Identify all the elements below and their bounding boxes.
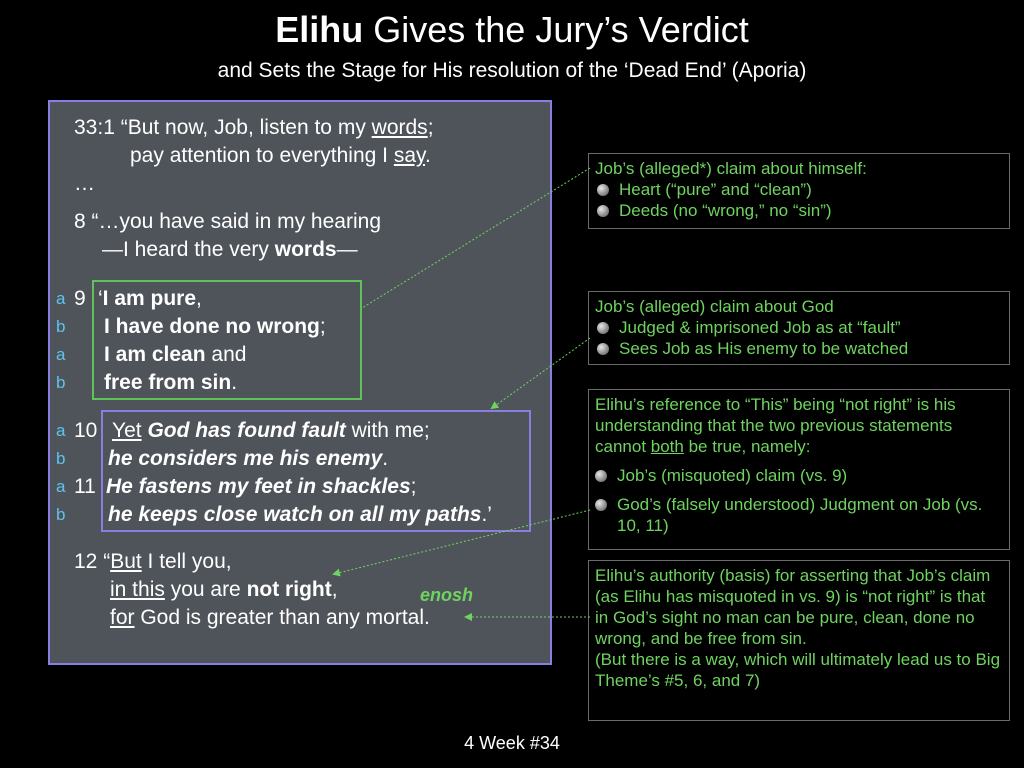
verse-9-number: 9	[74, 287, 86, 310]
verse-12: 12 “But I tell you,	[74, 550, 232, 573]
ab-label: b	[56, 373, 66, 392]
arrow-note3-to-verse12	[332, 509, 591, 577]
note-job-claim-god: Job’s (alleged) claim about God Judged &…	[588, 291, 1010, 365]
ellipsis: …	[74, 172, 95, 195]
note-text: Elihu’s authority (basis) for asserting …	[595, 566, 991, 648]
slide-subtitle: and Sets the Stage for His resolution of…	[217, 59, 807, 82]
ab-label: a	[56, 477, 66, 496]
note-bullet: Deeds (no “wrong,” no “sin”)	[595, 200, 1003, 221]
ab-label: a	[56, 345, 66, 364]
verse-10-line-2: he considers me his enemy.	[108, 447, 389, 470]
ab-label: b	[56, 505, 66, 524]
verse-10-11-highlight-box	[101, 410, 531, 532]
verse-10-line-1: Yet God has found fault with me;	[112, 419, 430, 442]
verse-12b: in this you are not right,	[110, 578, 338, 601]
bullet-icon	[597, 322, 609, 334]
verse-33-1: 33:1 “But now, Job, listen to my words;	[74, 116, 434, 139]
title-rest: Gives the Jury’s Verdict	[363, 9, 749, 50]
verse-9-line-2: I have done no wrong;	[104, 315, 326, 338]
verse-9-line-1: ‘I am pure,	[98, 287, 202, 310]
arrow-note2-to-verse10	[490, 337, 591, 410]
arrow-note1-to-verse9	[361, 167, 591, 309]
scripture-panel	[48, 100, 552, 665]
verse-10-number: 10	[74, 419, 98, 442]
verse-9-line-3: I am clean and	[104, 343, 247, 366]
bullet-icon	[597, 205, 609, 217]
note-text: (But there is a way, which will ultimate…	[595, 650, 1001, 690]
ab-label: b	[56, 449, 66, 468]
slide-title: Elihu Gives the Jury’s Verdict	[0, 8, 1024, 52]
verse-12c: for God is greater than any mortal.	[110, 606, 430, 629]
ab-label: a	[56, 421, 66, 440]
note-title: Job’s (alleged) claim about God	[595, 297, 834, 316]
verse-11-number: 11	[74, 475, 96, 498]
note-bullet: Job’s (misquoted) claim (vs. 9)	[595, 465, 1003, 486]
verse-9-highlight-box	[92, 280, 362, 400]
note-bullet: Heart (“pure” and “clean”)	[595, 179, 1003, 200]
note-bullet: Judged & imprisoned Job as at “fault”	[595, 317, 1003, 338]
note-text: Elihu’s reference to “This” being “not r…	[595, 395, 956, 456]
verse-8b: —I heard the very words—	[102, 238, 358, 261]
slide-footer: 4 Week #34	[464, 733, 560, 753]
ab-label: a	[56, 289, 66, 308]
bullet-icon	[595, 470, 607, 482]
note-title: Job’s (alleged*) claim about himself:	[595, 159, 867, 178]
note-bullet: Sees Job as His enemy to be watched	[595, 338, 1003, 359]
bullet-icon	[597, 184, 609, 196]
enosh-annotation: enosh	[420, 585, 474, 605]
verse-8: 8 “…you have said in my hearing	[74, 210, 381, 233]
bullet-icon	[595, 499, 607, 511]
verse-11-line-1: He fastens my feet in shackles;	[106, 475, 417, 498]
verse-9-line-4: free from sin.	[104, 371, 238, 394]
note-job-claim-self: Job’s (alleged*) claim about himself: He…	[588, 153, 1010, 229]
ab-label: b	[56, 317, 66, 336]
verse-33-1b: pay attention to everything I say.	[130, 144, 431, 167]
title-bold: Elihu	[275, 9, 364, 50]
note-authority: Elihu’s authority (basis) for asserting …	[588, 560, 1010, 721]
verse-11-line-2: he keeps close watch on all my paths.’	[108, 503, 492, 526]
bullet-icon	[597, 343, 609, 355]
note-not-right: Elihu’s reference to “This” being “not r…	[588, 389, 1010, 550]
note-bullet: God’s (falsely understood) Judgment on J…	[595, 494, 1003, 536]
